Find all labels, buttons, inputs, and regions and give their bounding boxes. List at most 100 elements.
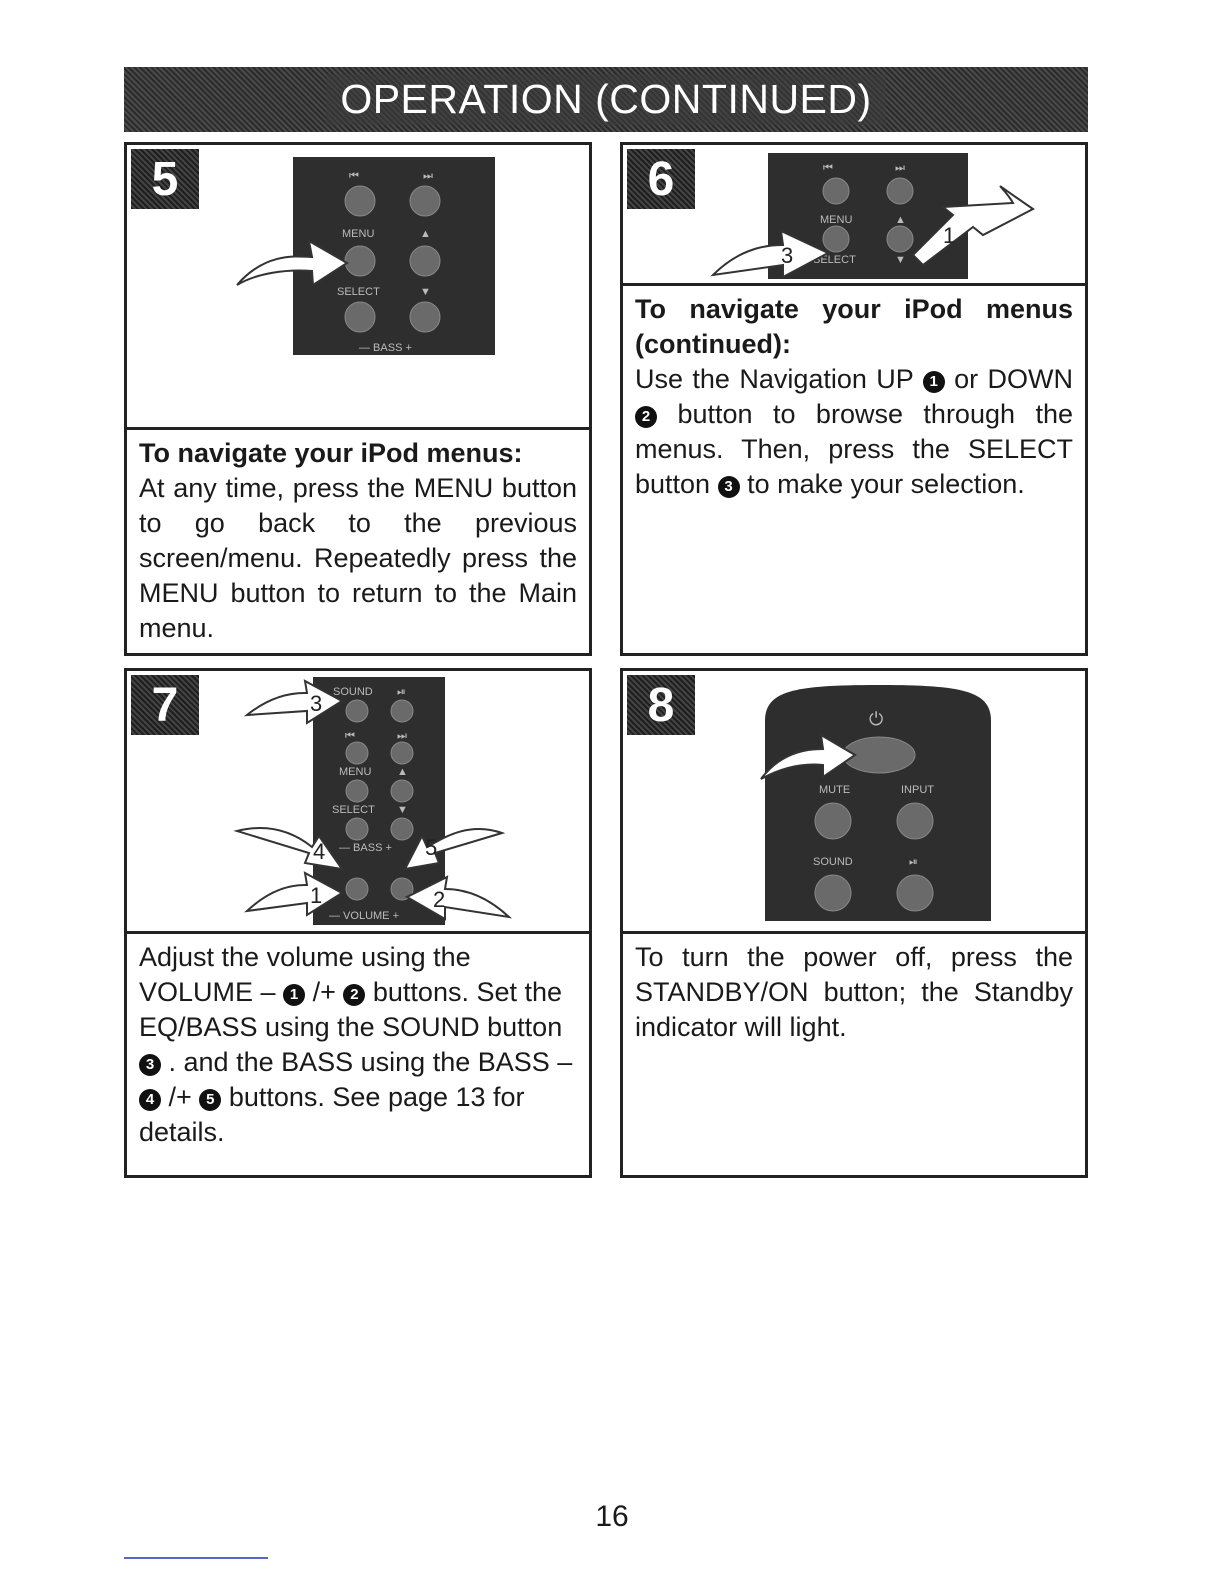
next-label: ⏭ — [423, 170, 433, 182]
step-5-panel: ⏮ ⏭ MENU ▲ SELECT ▼ — BASS + 5 To naviga… — [124, 142, 592, 656]
arrow-icon — [233, 827, 345, 871]
page-number: 16 — [595, 1500, 629, 1533]
bass-label: — BASS + — [359, 342, 412, 354]
step-5-illustration: ⏮ ⏭ MENU ▲ SELECT ▼ — BASS + 5 — [127, 145, 589, 430]
playpause-label: ⏯ — [909, 856, 918, 868]
step-6-illustration: ⏮ ⏭ MENU ▲ SELECT ▼ 1 3 6 — [623, 145, 1085, 286]
menu-button — [344, 245, 376, 277]
playpause-label: ⏯ — [397, 686, 406, 698]
arrow-icon — [710, 229, 831, 279]
step-8-illustration: ⏻ MUTE INPUT SOUND ⏯ 8 — [623, 671, 1085, 934]
menu-button — [345, 779, 369, 803]
step-6-text: To navigate your iPod menus (continued):… — [623, 286, 1085, 502]
marker-4: 4 — [313, 839, 325, 864]
down-label: ▼ — [895, 254, 906, 266]
bass-minus-button — [345, 817, 369, 841]
sound-button — [814, 874, 852, 912]
playpause-button — [390, 699, 414, 723]
remote-body — [313, 677, 445, 925]
select-label: SELECT — [332, 804, 375, 816]
prev-label: ⏮ — [349, 170, 359, 182]
marker-5: 5 — [199, 1089, 222, 1111]
next-label: ⏭ — [895, 162, 905, 174]
step-heading: To navigate your iPod menus: — [139, 438, 523, 468]
marker-2: 2 — [635, 406, 657, 428]
up-label: ▲ — [895, 214, 906, 226]
page-title: OPERATION (CONTINUED) — [326, 74, 886, 125]
step-8-text: To turn the power off, press the STANDBY… — [623, 934, 1085, 1045]
volume-plus-button — [390, 877, 414, 901]
arrow-icon — [911, 185, 1035, 267]
menu-label: MENU — [342, 228, 374, 240]
up-label: ▲ — [397, 766, 408, 778]
step-body-part: buttons. See page 13 for details. — [139, 1082, 525, 1147]
step-body-part: . and the BASS using the BASS – — [168, 1047, 573, 1077]
step-body-part: or DOWN — [954, 364, 1073, 394]
marker-1: 1 — [283, 984, 306, 1006]
header-banner: OPERATION (CONTINUED) — [124, 67, 1088, 132]
step-number-badge: 5 — [131, 149, 199, 209]
prev-button — [344, 185, 376, 217]
up-label: ▲ — [420, 228, 431, 240]
bass-label: — BASS + — [339, 842, 392, 854]
prev-label: ⏮ — [823, 162, 833, 174]
down-label: ▼ — [397, 804, 408, 816]
step-7-panel: SOUND ⏯ ⏮ ⏭ MENU ▲ SELECT ▼ — BASS + — V… — [124, 668, 592, 1178]
select-label: SELECT — [813, 254, 856, 266]
marker-1: 1 — [943, 223, 955, 248]
step-5-text: To navigate your iPod menus: At any time… — [127, 430, 589, 646]
up-button — [390, 779, 414, 803]
step-body-part: /+ — [168, 1082, 192, 1112]
next-label: ⏭ — [397, 730, 407, 742]
playpause-button — [896, 874, 934, 912]
next-button — [409, 185, 441, 217]
step-8-panel: ⏻ MUTE INPUT SOUND ⏯ 8 To turn the power… — [620, 668, 1088, 1178]
sound-label: SOUND — [333, 686, 373, 698]
up-button — [886, 225, 914, 253]
arrow-icon — [403, 828, 506, 871]
menu-label: MENU — [339, 766, 371, 778]
step-body-part: Use the Navigation UP — [635, 364, 914, 394]
step-body-part: button to browse through the menus. Then… — [635, 399, 1073, 499]
sound-label: SOUND — [813, 856, 853, 868]
prev-button — [345, 741, 369, 765]
arrow-icon — [760, 733, 857, 780]
marker-3: 3 — [139, 1054, 161, 1076]
marker-3: 3 — [781, 243, 793, 268]
step-heading: To navigate your iPod menus (continued): — [635, 294, 1073, 359]
menu-label: MENU — [820, 214, 852, 226]
marker-2: 2 — [433, 887, 445, 912]
remote-illustration: ⏻ MUTE INPUT SOUND ⏯ — [760, 685, 991, 921]
prev-label: ⏮ — [345, 730, 355, 742]
volume-minus-button — [345, 877, 369, 901]
next-button — [886, 177, 914, 205]
arrow-icon — [236, 239, 349, 287]
input-label: INPUT — [901, 784, 934, 796]
power-label: ⏻ — [869, 709, 883, 729]
mute-button — [814, 802, 852, 840]
step-7-illustration: SOUND ⏯ ⏮ ⏭ MENU ▲ SELECT ▼ — BASS + — V… — [127, 671, 589, 934]
step-body: At any time, press the MENU button to go… — [139, 473, 577, 643]
remote-illustration: SOUND ⏯ ⏮ ⏭ MENU ▲ SELECT ▼ — BASS + — V… — [233, 677, 513, 925]
arrow-icon — [244, 871, 344, 917]
marker-2: 2 — [343, 984, 366, 1006]
bass-plus-button — [409, 301, 441, 333]
up-button — [409, 245, 441, 277]
step-6-panel: ⏮ ⏭ MENU ▲ SELECT ▼ 1 3 6 To navigate yo… — [620, 142, 1088, 656]
input-button — [896, 802, 934, 840]
step-body: To turn the power off, press the STANDBY… — [635, 942, 1073, 1042]
step-number-badge: 7 — [131, 675, 199, 735]
marker-4: 4 — [139, 1089, 161, 1111]
sound-button — [345, 699, 369, 723]
marker-3: 3 — [310, 691, 322, 716]
arrow-icon — [404, 875, 513, 921]
step-body-part: buttons. Set the EQ/BASS using the SOUND… — [139, 977, 563, 1042]
arrow-icon — [243, 679, 344, 725]
bass-plus-button — [390, 817, 414, 841]
select-label: SELECT — [337, 286, 380, 298]
marker-1: 1 — [310, 883, 322, 908]
remote-illustration: ⏮ ⏭ MENU ▲ SELECT ▼ 1 3 — [710, 153, 1035, 279]
footer-divider — [124, 1557, 268, 1559]
menu-button — [822, 225, 850, 253]
next-button — [390, 741, 414, 765]
